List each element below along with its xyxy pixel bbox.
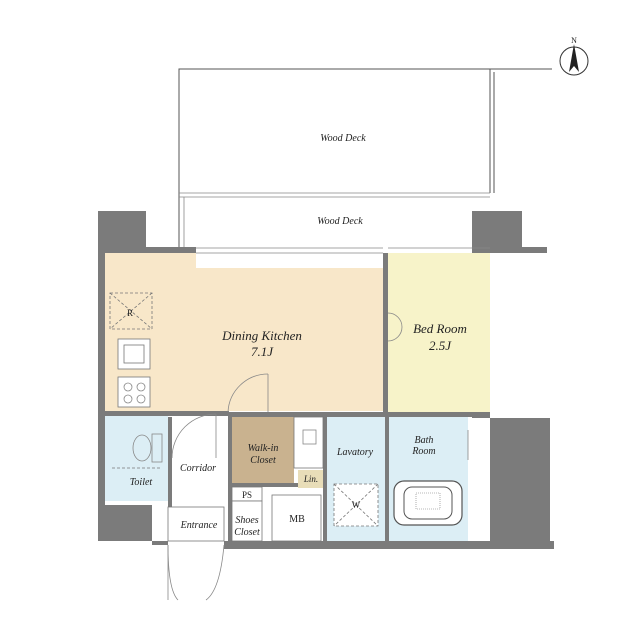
shoes-closet — [231, 500, 263, 542]
corridor-label: Corridor — [180, 463, 216, 474]
wood-deck-area — [178, 68, 552, 247]
basin-icon — [302, 429, 317, 445]
dining-kitchen-room — [105, 253, 383, 411]
toilet-label: Toilet — [130, 477, 153, 488]
wood-deck-upper-label: Wood Deck — [320, 133, 366, 144]
walk-in-closet — [232, 417, 294, 483]
bath-room-label-1: Bath — [415, 435, 434, 446]
linen-label: Lin. — [303, 474, 318, 484]
lavatory-label: Lavatory — [336, 447, 374, 458]
bathtub-icon — [393, 480, 463, 526]
walk-in-closet-label-2: Closet — [250, 455, 276, 466]
toilet-icon — [112, 433, 163, 469]
washer-space: W — [333, 483, 379, 527]
bath-room-label-2: Room — [411, 446, 435, 457]
entrance-door-icon — [167, 544, 225, 601]
corridor-area — [172, 417, 228, 507]
bed-room — [388, 253, 490, 412]
shoes-closet-label-1: Shoes — [235, 515, 258, 526]
washer-mark: W — [352, 500, 361, 510]
entrance-label: Entrance — [180, 520, 218, 531]
north-compass-icon: N — [559, 36, 589, 76]
ps-label: PS — [242, 490, 252, 500]
bed-room-label: Bed Room — [413, 321, 467, 336]
shoes-closet-label-2: Closet — [234, 527, 260, 538]
fridge-mark: R — [127, 308, 133, 318]
mb-space — [271, 494, 322, 542]
basin-area — [293, 416, 324, 469]
linen-closet — [298, 470, 323, 488]
dining-kitchen-size: 7.1J — [251, 344, 274, 359]
wood-deck-lower-label: Wood Deck — [317, 216, 363, 227]
stove-icon — [117, 376, 151, 408]
bed-room-size: 2.5J — [429, 338, 452, 353]
walk-in-closet-label-1: Walk-in — [248, 443, 279, 454]
dining-kitchen-label: Dining Kitchen — [221, 328, 302, 343]
entrance-area — [167, 506, 225, 542]
fridge-space: R — [109, 292, 153, 330]
kitchen-sink-icon — [117, 338, 151, 370]
compass-label: N — [571, 36, 577, 45]
mb-label: MB — [289, 514, 305, 525]
